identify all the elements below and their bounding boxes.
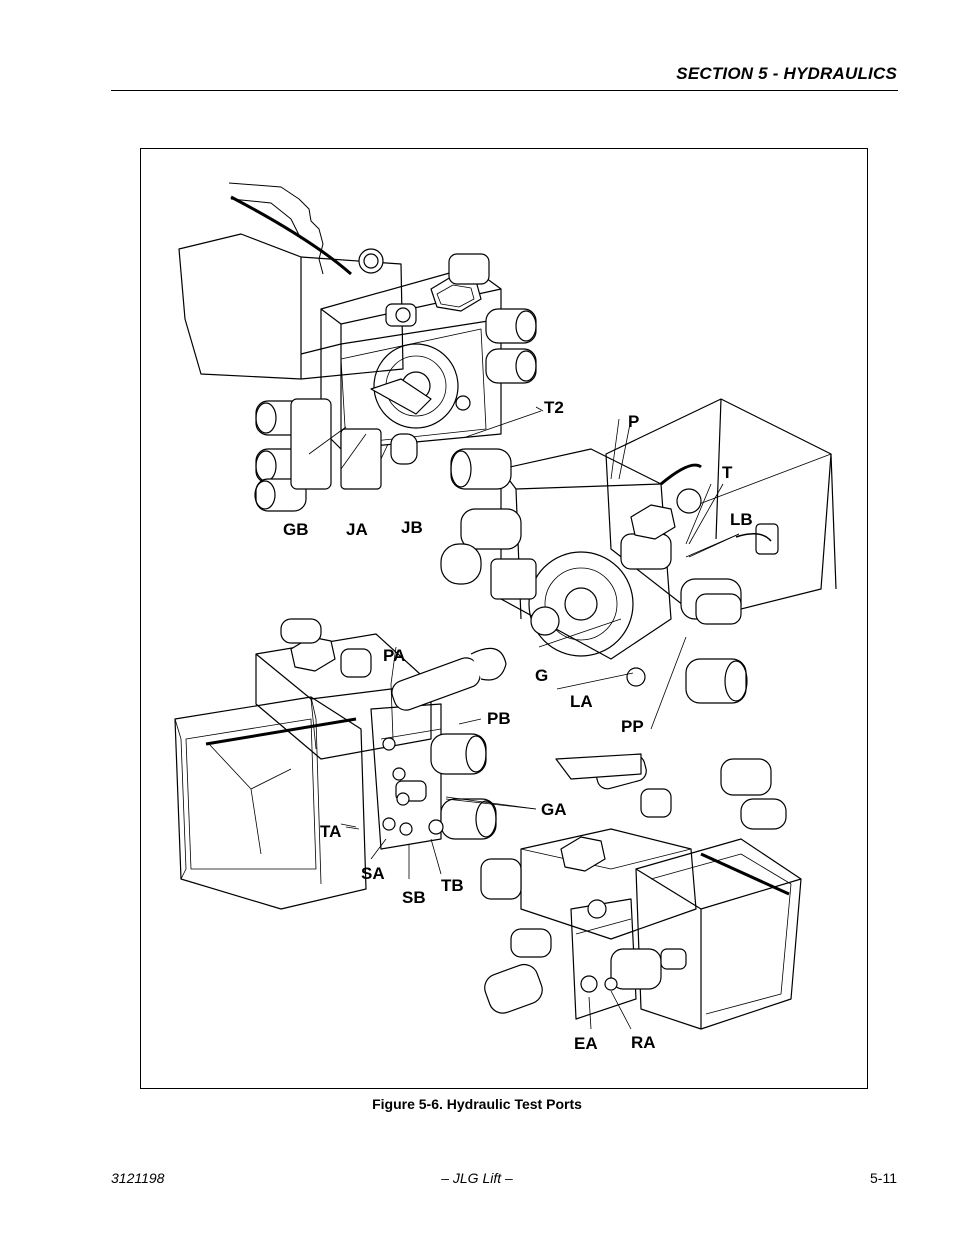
callout-G: G <box>535 666 549 685</box>
callout-JA: JA <box>346 520 368 539</box>
callout-PB: PB <box>487 709 511 728</box>
callout-T2: T2 <box>544 398 564 417</box>
callout-SA: SA <box>361 864 385 883</box>
valve-assembly-mid-left <box>174 618 537 910</box>
callout-RA: RA <box>631 1033 656 1052</box>
callout-leaders <box>345 406 740 830</box>
callout-PP: PP <box>621 717 644 736</box>
valve-assembly-top-left <box>178 182 542 512</box>
callout-LB: LB <box>730 510 753 529</box>
footer-page-number: 5-11 <box>870 1170 897 1186</box>
callout-GA: GA <box>541 800 567 819</box>
hydraulic-valve-illustration <box>174 182 837 1030</box>
callout-PA: PA <box>383 646 406 665</box>
valve-assembly-top-right <box>440 398 837 730</box>
callout-SB: SB <box>402 888 426 907</box>
callout-EA: EA <box>574 1034 598 1053</box>
callout-LA: LA <box>570 692 593 711</box>
callout-JB: JB <box>401 518 423 537</box>
footer-publisher: – JLG Lift – <box>441 1170 513 1186</box>
footer-doc-number: 3121198 <box>111 1170 165 1186</box>
figure-frame <box>140 148 868 1089</box>
valve-assembly-bottom-right <box>480 753 802 1030</box>
figure-caption: Figure 5-6. Hydraulic Test Ports <box>372 1096 582 1112</box>
callout-GB: GB <box>283 520 309 539</box>
callout-TB: TB <box>441 876 464 895</box>
callout-P: P <box>628 412 640 431</box>
callout-T: T <box>722 463 733 482</box>
callout-TA: TA <box>320 822 342 841</box>
header-divider <box>111 90 898 91</box>
section-header: SECTION 5 - HYDRAULICS <box>676 64 897 83</box>
